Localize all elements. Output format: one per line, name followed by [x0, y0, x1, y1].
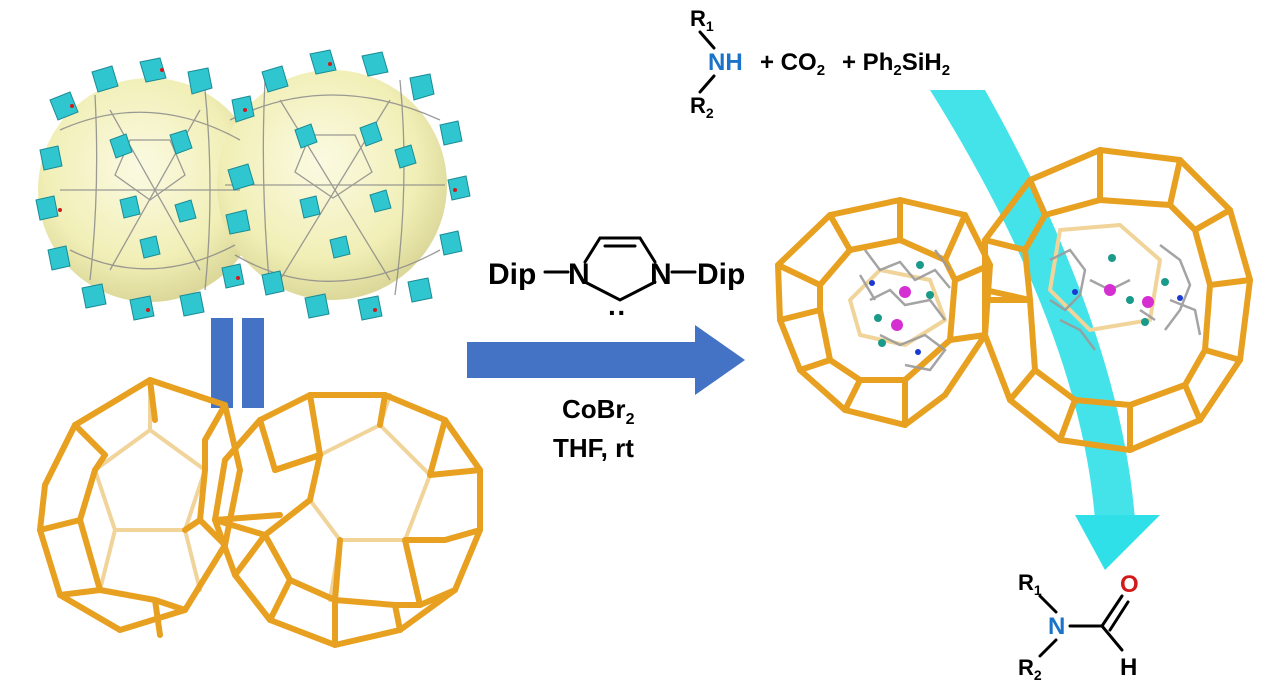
linker-network [59, 79, 445, 296]
amine-r2: R2 [690, 93, 714, 121]
conditions-line2: THF, rt [553, 433, 634, 463]
amine-nh: NH [708, 49, 743, 76]
cobalt-atom [1104, 284, 1116, 296]
reagent-co2: + CO2 [760, 49, 825, 79]
reagents-equation: R1 NH R2 + CO2 + Ph2SiH2 [690, 6, 950, 121]
cobalt-atom [1142, 296, 1154, 308]
reaction-conditions: CoBr2 THF, rt [553, 394, 635, 463]
equals-sign-icon [211, 318, 264, 408]
co-nhc-complex-left [858, 249, 951, 372]
reagent-silane: + Ph2SiH2 [842, 49, 950, 79]
product-formamide: R1 N R2 O H [1018, 570, 1139, 683]
cobalt-atom [899, 286, 911, 298]
conditions-line1: CoBr2 [562, 394, 635, 428]
curved-arrow-icon [930, 90, 1160, 570]
nhc-ring-bonds [583, 236, 657, 302]
carbene-lone-pair: ·· [608, 297, 627, 328]
framework-wireframe-left [37, 377, 483, 648]
amine-r1: R1 [690, 6, 714, 34]
nhc-n-right: N [650, 258, 672, 291]
product-o: O [1120, 571, 1139, 598]
nhc-n-left: N [568, 258, 590, 291]
product-n: N [1048, 613, 1065, 640]
nhc-right-dip: Dip [697, 258, 745, 291]
nhc-ligand-structure: Dip N N Dip ·· [488, 236, 745, 328]
product-r1: R1 [1018, 570, 1042, 598]
product-h: H [1120, 654, 1137, 681]
cobalt-atom [891, 319, 903, 331]
product-r2: R2 [1018, 655, 1042, 683]
reaction-arrow-icon [467, 325, 745, 395]
red-oxygen-dots [58, 62, 457, 312]
mof-cage-rendering [35, 49, 471, 321]
metal-cluster-polyhedra [35, 49, 471, 321]
co-nhc-complex-right [1049, 244, 1202, 351]
nhc-left-dip: Dip [488, 258, 536, 291]
